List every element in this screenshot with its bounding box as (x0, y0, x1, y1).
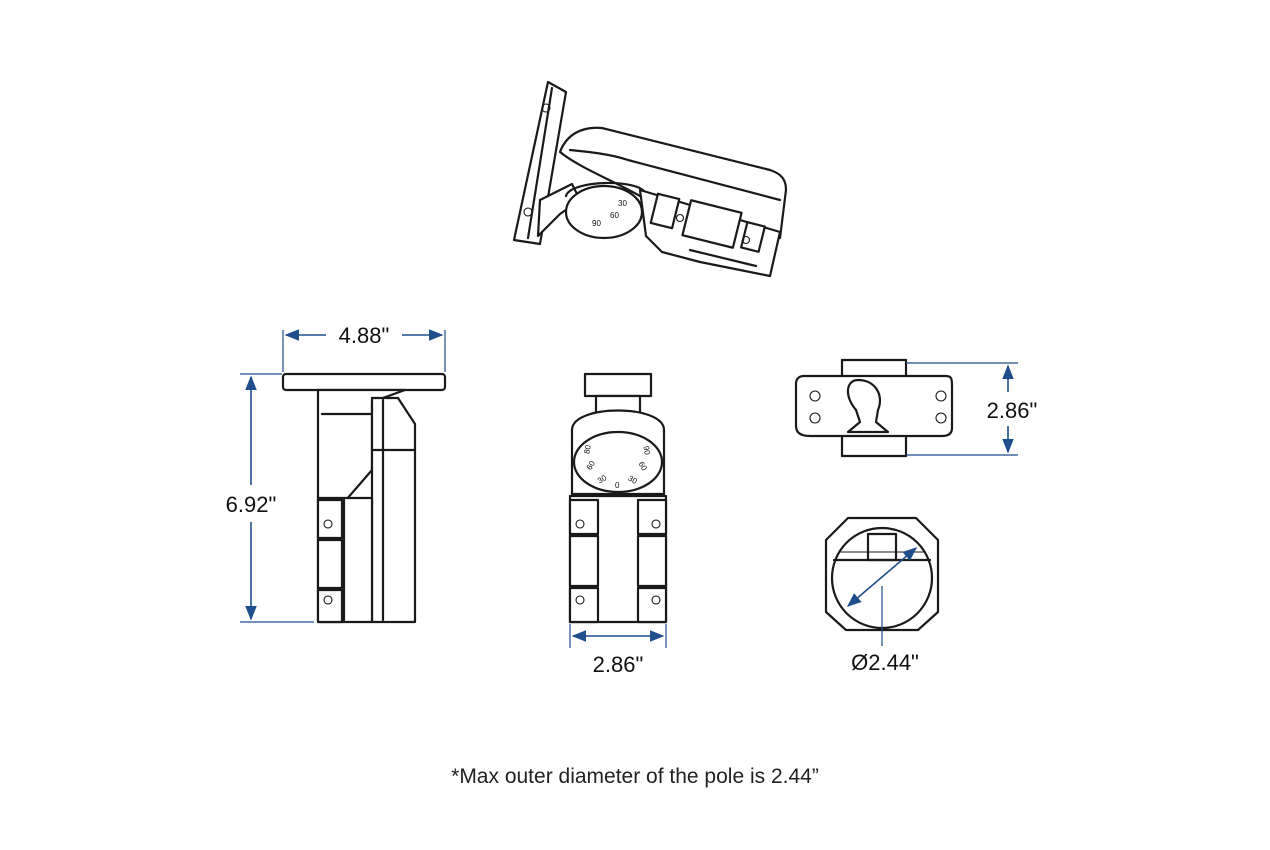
dial-label-7: 90 (641, 445, 652, 456)
dim-pole-diameter: Ø2.44" (846, 547, 919, 675)
side-view (281, 372, 447, 624)
top-width-label: 4.88" (339, 323, 390, 348)
dim-side-height: 6.92" (226, 373, 314, 623)
isometric-view: 90 60 30 (512, 80, 788, 278)
footnote: *Max outer diameter of the pole is 2.44” (451, 765, 819, 788)
dim-front-width: 2.86" (569, 624, 667, 677)
dial-label-4: 0 (615, 481, 620, 490)
side-height-label: 6.92" (226, 492, 277, 517)
pole-diameter-label: Ø2.44" (851, 650, 919, 675)
svg-text:60: 60 (610, 211, 619, 220)
dim-top-width: 4.88" (282, 323, 446, 372)
svg-text:90: 90 (592, 219, 601, 228)
svg-text:30: 30 (618, 199, 627, 208)
plate-height-label: 2.86" (987, 398, 1038, 423)
front-width-label: 2.86" (593, 652, 644, 677)
iso-dial-marks: 90 60 30 (592, 199, 627, 228)
dim-plate-height: 2.86" (906, 362, 1038, 456)
dial-label-1: 80 (582, 444, 593, 455)
front-view: 80 60 30 0 30 60 90 (568, 372, 668, 624)
back-plate-view (794, 358, 954, 458)
